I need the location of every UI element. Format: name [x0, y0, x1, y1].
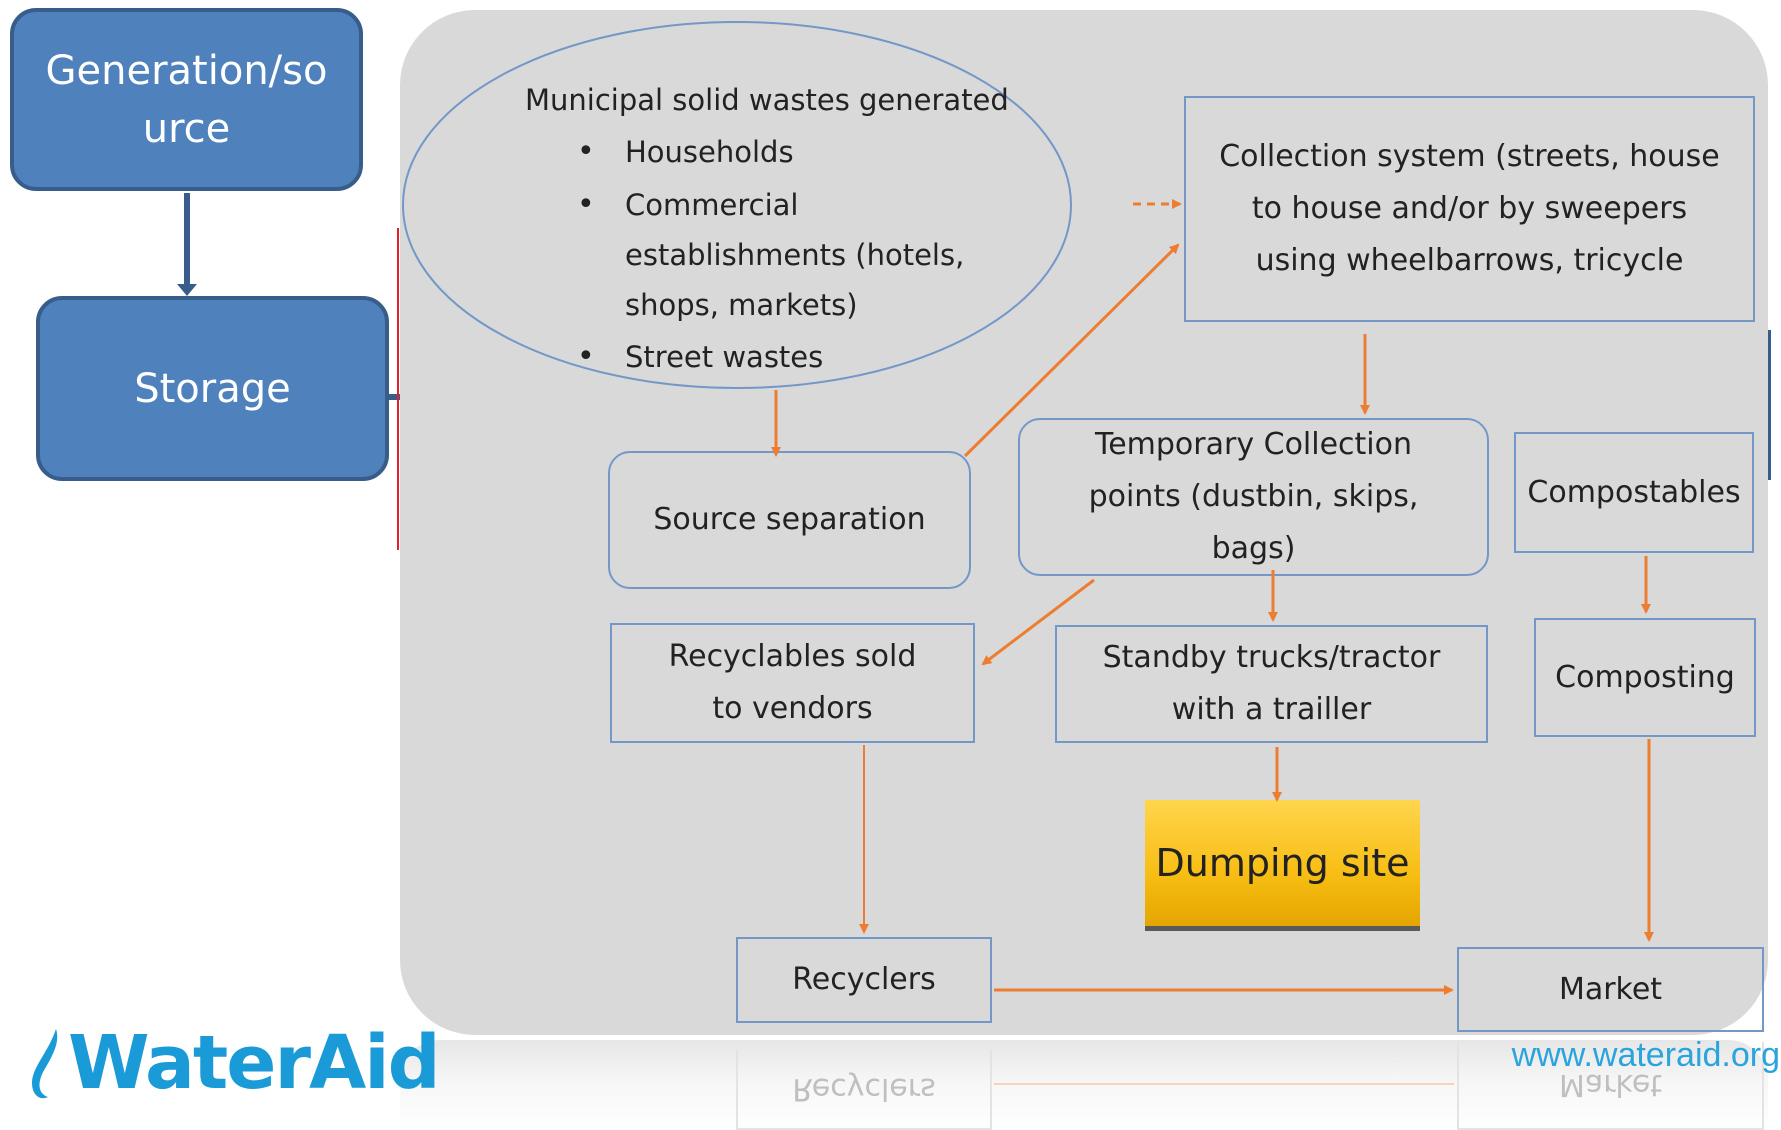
waste-source-item: Street wastes [577, 332, 1025, 382]
dumping-site-box: Dumping site [1145, 800, 1420, 926]
temporary-collection-points-box: Temporary Collection points (dustbin, sk… [1018, 418, 1489, 576]
wateraid-logo: WaterAid [26, 1015, 441, 1110]
logo-text: WaterAid [68, 1019, 441, 1106]
waste-source-item: Commercial establishments (hotels, shops… [577, 180, 995, 330]
water-drop-icon [32, 1028, 58, 1098]
source-separation-box: Source separation [608, 451, 971, 589]
recyclers-box: Recyclers [736, 937, 992, 1023]
market-box: Market [1457, 947, 1764, 1032]
website-url[interactable]: www.wateraid.org [1511, 1036, 1780, 1074]
panel-reflection [400, 1040, 1768, 1130]
panel-right-edge [1768, 330, 1771, 480]
recyclables-box: Recyclables sold to vendors [610, 623, 975, 743]
recyclers-reflection: Recyclers [736, 1050, 992, 1130]
arrow-temporary-to-recyclables [981, 578, 1095, 666]
stage-connectors [177, 193, 402, 550]
waste-sources-title: Municipal solid wastes generated [525, 83, 1009, 117]
generation-to-storage-arrowhead [177, 284, 197, 296]
waste-source-item: Households [577, 127, 1025, 177]
composting-box: Composting [1534, 618, 1756, 737]
compostables-box: Compostables [1514, 432, 1754, 553]
arrow-separation-to-collection [963, 243, 1180, 458]
generation-source-box: Generation/so urce [10, 8, 363, 191]
standby-trucks-box: Standby trucks/tractor with a trailler [1055, 625, 1488, 743]
collection-system-box: Collection system (streets, house to hou… [1184, 96, 1755, 322]
reflection-arrow-line [994, 1083, 1454, 1085]
storage-box: Storage [36, 296, 389, 481]
waste-sources: Municipal solid wastes generated Househo… [525, 75, 1025, 382]
